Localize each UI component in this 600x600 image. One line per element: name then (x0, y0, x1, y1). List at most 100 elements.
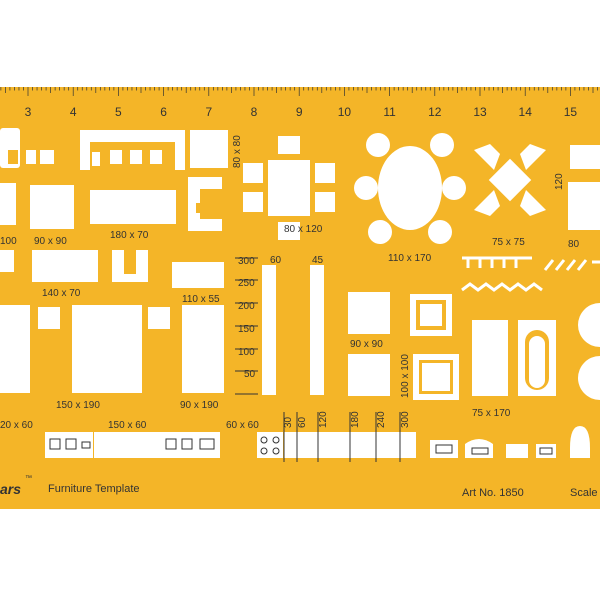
basin (506, 444, 528, 458)
footer: ars ™ Furniture Template Art No. 1850 Sc… (0, 475, 598, 499)
ruler-number: 7 (205, 105, 212, 119)
round-chair (366, 133, 390, 157)
armchair (188, 177, 222, 231)
label-75x170: 75 x 170 (472, 408, 511, 419)
square-100 (348, 354, 390, 396)
ruler-number: 8 (251, 105, 258, 119)
ruler-number: 14 (519, 105, 533, 119)
bench-label: 300 (400, 411, 411, 428)
label-80x120: 80 x 120 (284, 224, 323, 235)
sink-bowl (181, 438, 193, 450)
label-90x90: 90 x 90 (34, 236, 67, 247)
label-110x55: 110 x 55 (182, 294, 220, 305)
sink-bowl (165, 438, 177, 450)
diamond-chair (520, 144, 546, 170)
scale-label: 300 (238, 256, 255, 267)
bench-scale-labels: 30 60 120 180 240 300 (283, 411, 411, 428)
label-100x100: 100 x 100 (400, 354, 411, 398)
bed-partial (0, 305, 30, 393)
round-chair (428, 220, 452, 244)
label-180x70: 180 x 70 (110, 230, 149, 241)
bench-label: 60 (297, 416, 308, 428)
trademark: ™ (25, 475, 32, 482)
bench-label: 120 (318, 411, 329, 428)
bathtub-75x170 (472, 320, 508, 396)
scale-label: 150 (238, 324, 255, 335)
diamond-chair (474, 144, 500, 170)
zigzag-stencil (461, 282, 543, 292)
label-150x60: 150 x 60 (108, 420, 147, 431)
wardrobe-45 (310, 265, 324, 395)
ruler-number: 13 (473, 105, 487, 119)
ruler-number: 4 (70, 105, 77, 119)
label-150x190: 150 x 190 (56, 400, 100, 411)
ruler-number: 3 (25, 105, 32, 119)
scale-label: 250 (238, 278, 255, 289)
sofa-3-seat (80, 130, 185, 170)
dining-chair (243, 192, 263, 212)
label-45: 45 (312, 255, 324, 266)
right-item (570, 145, 600, 169)
ruler-number: 5 (115, 105, 122, 119)
sofa-seat (150, 150, 162, 164)
bench-label: 240 (376, 411, 387, 428)
label-120: 120 (554, 173, 565, 190)
bench-label: 180 (350, 411, 361, 428)
label-90x190: 90 x 190 (180, 400, 219, 411)
frame-core (420, 304, 442, 326)
drain (81, 441, 91, 449)
labels: 80 x 80 100 90 x 90 180 x 70 80 x 120 11… (0, 135, 580, 431)
table-140x70 (32, 250, 98, 282)
toilet-bowl (570, 426, 590, 458)
bench-180x70 (90, 190, 176, 224)
sofa-cushion (26, 150, 36, 164)
sofa-cushion (8, 150, 18, 164)
label-80: 80 (568, 239, 580, 250)
round-chair (442, 176, 466, 200)
round-sink (578, 303, 600, 347)
template-title: Furniture Template (48, 483, 140, 495)
dining-chair (315, 163, 335, 183)
round-chair (430, 133, 454, 157)
sofa-seat (92, 152, 100, 166)
diamond-chair (474, 190, 500, 216)
round-chair (368, 220, 392, 244)
ruler-number: 10 (338, 105, 352, 119)
height-scale-ticks (235, 257, 401, 462)
dining-chair (278, 222, 300, 240)
sink-bowl (49, 438, 61, 450)
ruler-number: 11 (383, 105, 396, 119)
round-chair (354, 176, 378, 200)
railing-stencil (462, 256, 532, 268)
sofa-seat (110, 150, 122, 164)
label-100: 100 (0, 236, 17, 247)
frame-core (422, 363, 450, 391)
u-chair (112, 250, 148, 282)
ruler-number: 6 (160, 105, 167, 119)
scale-label: 50 (244, 369, 256, 380)
ruler-number: 15 (564, 105, 578, 119)
tub-basin (529, 336, 545, 388)
basin-bowl (539, 447, 553, 455)
right-item-120 (568, 182, 600, 230)
sofa-seat (130, 150, 142, 164)
label-110x170: 110 x 170 (388, 253, 432, 264)
burner (260, 447, 268, 455)
diamond-chair (520, 190, 546, 216)
label-60: 60 (270, 255, 282, 266)
label-60x60: 60 x 60 (226, 420, 259, 431)
ruler-number: 12 (428, 105, 442, 119)
chair-gap (196, 203, 200, 213)
stair-stencil (543, 259, 600, 271)
sink-bowl (65, 438, 77, 450)
nightstand (148, 307, 170, 329)
line-stencils (461, 256, 600, 292)
oval-table-110x170 (378, 146, 442, 230)
toilet-seat (471, 447, 489, 455)
scale-label-footer: Scale (570, 487, 598, 499)
label-20x60: 20 x 60 (0, 420, 33, 431)
cooktop-60x60 (257, 432, 283, 458)
details (49, 436, 553, 455)
